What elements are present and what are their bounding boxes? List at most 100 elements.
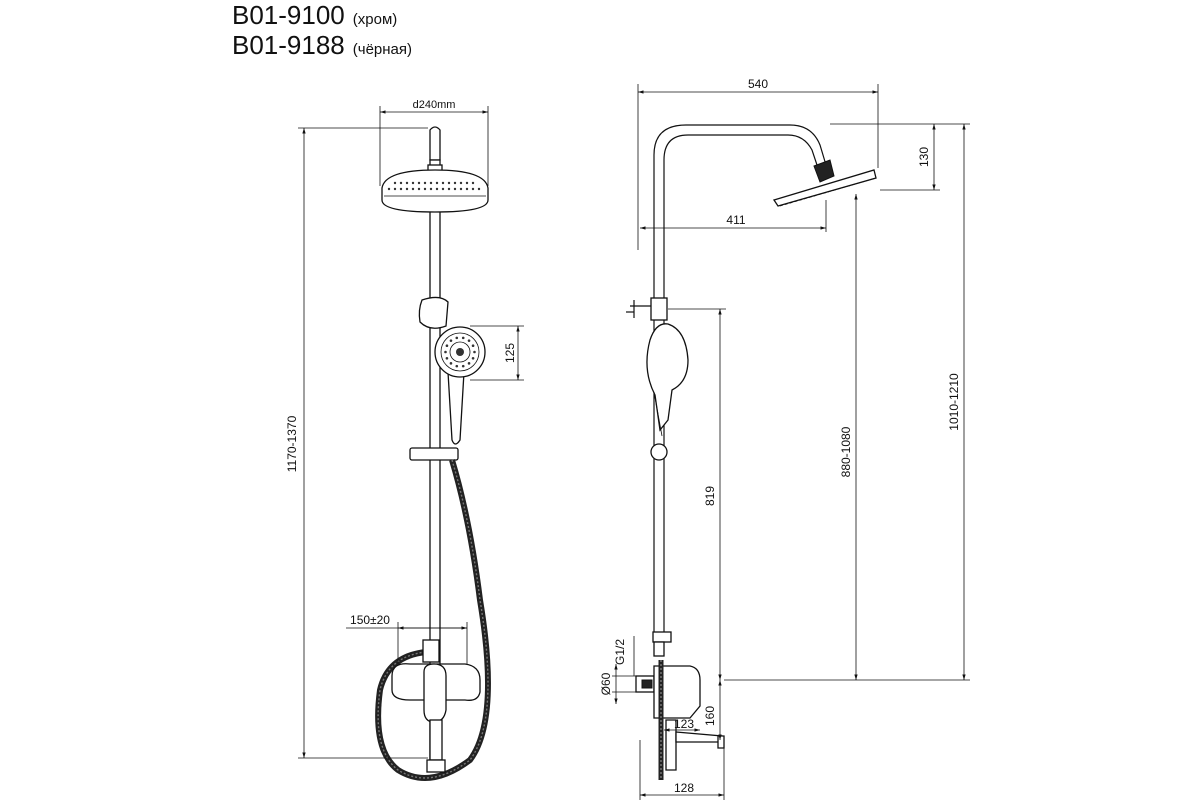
dim-total-height-label: 1170-1370 bbox=[285, 415, 299, 472]
nozzle-dot bbox=[405, 181, 409, 185]
nozzle-dot bbox=[423, 181, 427, 185]
nozzle-dot bbox=[393, 187, 397, 191]
hand-nozzle-dot bbox=[467, 362, 471, 365]
dim-thread-label: G1/2 bbox=[613, 639, 627, 665]
dim-mixer-height: 160 bbox=[703, 680, 725, 740]
nozzle-dot bbox=[459, 181, 463, 185]
hand-nozzle-dot bbox=[444, 350, 447, 354]
dim-slide-length-label: 819 bbox=[703, 486, 717, 506]
lower-slider bbox=[409, 447, 459, 461]
side-slider bbox=[650, 297, 668, 321]
model-code-black: B01-9188(чёрная) bbox=[232, 30, 413, 60]
side-hand-shower bbox=[646, 323, 689, 432]
hand-nozzle-dot bbox=[461, 364, 465, 368]
nozzle-dot bbox=[399, 181, 403, 185]
finish-note-chrome: (хром) bbox=[352, 11, 398, 28]
dim-spout-reach: 123 bbox=[664, 717, 700, 732]
nozzle-dot bbox=[411, 181, 415, 185]
side-view bbox=[626, 124, 877, 780]
model-code-chrome: B01-9100(хром) bbox=[232, 0, 398, 30]
dim-total-height: 1170-1370 bbox=[285, 127, 428, 759]
nozzle-dot bbox=[417, 181, 421, 185]
diverter bbox=[422, 639, 440, 663]
dim-spout-reach-label: 123 bbox=[674, 717, 694, 731]
side-head-connector bbox=[813, 159, 835, 183]
nozzle-dot bbox=[447, 181, 451, 185]
nozzle-dot bbox=[453, 181, 457, 185]
dim-slide-length: 819 bbox=[668, 308, 726, 680]
hand-nozzle-dot bbox=[449, 339, 453, 342]
hand-nozzle-dot bbox=[471, 344, 475, 348]
dim-head-height-label: 130 bbox=[917, 147, 931, 167]
wall-bracket-icon bbox=[626, 300, 651, 318]
nozzle-dot bbox=[447, 187, 451, 191]
dim-flange-diameter: Ø60 bbox=[599, 664, 636, 704]
hand-nozzle-dot bbox=[455, 364, 459, 368]
nozzle-dot bbox=[387, 187, 391, 191]
front-view bbox=[375, 126, 491, 781]
dim-mixer-spacing: 150±20 bbox=[346, 613, 468, 664]
nozzle-dot bbox=[393, 181, 397, 185]
spout-end bbox=[426, 759, 446, 773]
dim-height-right-label: 1010-1210 bbox=[947, 373, 961, 431]
dim-base-depth-label: 128 bbox=[674, 781, 694, 795]
hand-nozzle-dot bbox=[471, 356, 475, 360]
hand-nozzle-dot bbox=[445, 344, 449, 348]
nozzle-dot bbox=[435, 181, 439, 185]
nozzle-dot bbox=[429, 181, 433, 185]
side-lower-knob bbox=[650, 443, 668, 461]
hand-nozzle-dot bbox=[461, 336, 465, 340]
nozzle-dot bbox=[429, 187, 433, 191]
dim-width-top-label: 540 bbox=[748, 77, 768, 91]
dim-mixer-spacing-label: 150±20 bbox=[350, 613, 390, 627]
dim-hand-shower-label: 125 bbox=[503, 343, 517, 363]
finish-note-black: (чёрная) bbox=[352, 41, 413, 58]
nozzle-dot bbox=[441, 181, 445, 185]
nozzle-dot bbox=[399, 187, 403, 191]
nozzle-dot bbox=[417, 187, 421, 191]
dim-head-height: 130 bbox=[830, 123, 940, 191]
dim-width-top: 540 bbox=[637, 77, 879, 250]
dim-head-diameter: d240mm bbox=[379, 99, 489, 186]
nozzle-dot bbox=[471, 181, 475, 185]
hand-nozzle-dot bbox=[455, 336, 459, 340]
hand-nozzle-dot bbox=[473, 350, 476, 354]
dim-mixer-height-label: 160 bbox=[703, 706, 717, 726]
spout bbox=[429, 719, 443, 761]
dim-height-mid: 880-1080 bbox=[839, 194, 858, 680]
dim-height-right: 1010-1210 bbox=[724, 123, 970, 681]
nozzle-dot bbox=[459, 187, 463, 191]
hand-nozzle-dot bbox=[467, 339, 471, 342]
hand-nozzle-dot bbox=[445, 356, 449, 360]
side-shower-head bbox=[772, 169, 877, 207]
nozzle-dot bbox=[465, 187, 469, 191]
side-lower-clip bbox=[652, 631, 672, 643]
dim-hand-shower: 125 bbox=[470, 325, 524, 381]
nozzle-dot bbox=[477, 187, 481, 191]
hand-shower bbox=[434, 326, 486, 445]
nozzle-dot bbox=[441, 187, 445, 191]
dim-head-diameter-label: d240mm bbox=[413, 99, 456, 111]
nozzle-dot bbox=[465, 181, 469, 185]
upper-slider bbox=[418, 296, 449, 329]
dim-height-mid-label: 880-1080 bbox=[839, 426, 853, 477]
nozzle-dot bbox=[471, 187, 475, 191]
dim-thread: G1/2 bbox=[613, 636, 635, 676]
nozzle-dot bbox=[453, 187, 457, 191]
overhead-shower-head bbox=[381, 169, 489, 213]
nozzle-dot bbox=[411, 187, 415, 191]
nozzle-dot bbox=[423, 187, 427, 191]
mixer-body bbox=[391, 663, 481, 723]
nozzle-dot bbox=[405, 187, 409, 191]
side-rod-outline-outer bbox=[653, 124, 827, 640]
side-mixer bbox=[635, 665, 725, 771]
dim-base-depth: 128 bbox=[639, 740, 725, 800]
dim-flange-diameter-label: Ø60 bbox=[599, 672, 613, 695]
dim-arm-reach-label: 411 bbox=[726, 213, 745, 227]
nozzle-dot bbox=[435, 187, 439, 191]
rod-top bbox=[429, 126, 441, 161]
dim-arm-reach: 411 bbox=[640, 200, 827, 232]
side-rod-outline-inner bbox=[663, 134, 819, 640]
hand-nozzle-dot bbox=[449, 362, 453, 365]
